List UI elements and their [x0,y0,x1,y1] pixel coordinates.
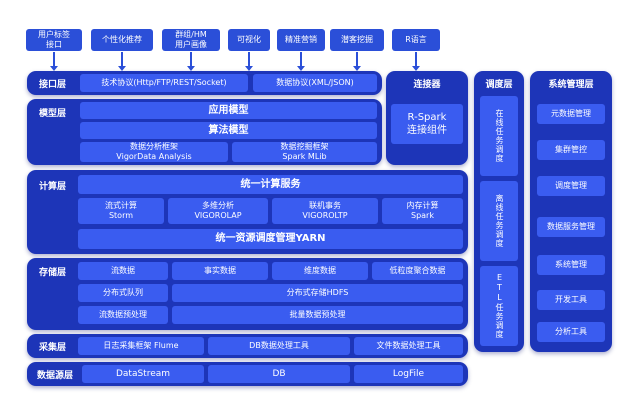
logfile-box: LogFile [354,365,463,383]
batch-preprocess-box: 批量数据预处理 [172,306,463,324]
etl-task-schedule-box: ETL任务调度 [480,266,518,346]
multidim-olap-box: 多维分析 VIGOROLAP [168,198,268,224]
app-precision-marketing: 精准营销 [277,29,325,51]
yarn-box: 统一资源调度管理YARN [78,229,463,249]
dev-tools-box: 开发工具 [537,290,605,310]
app-user-tag-interface: 用户标签 接口 [26,29,82,51]
oltp-box: 联机事务 VIGOROLTP [272,198,378,224]
model-layer-label: 模型层 [38,108,66,119]
offline-task-schedule-box: 离线任务调度 [480,181,518,261]
system-admin-box: 系统管理 [537,255,605,275]
system-mgmt-title: 系统管理层 [548,79,594,90]
low-granularity-agg-box: 低粒度聚合数据 [372,262,463,280]
arrow-down [187,52,195,71]
stream-compute-storm-box: 流式计算 Storm [78,198,164,224]
flume-box: 日志采集框架 Flume [78,337,204,355]
online-task-schedule-box: 在线任务调度 [480,96,518,176]
metadata-mgmt-box: 元数据管理 [537,104,605,124]
db-box: DB [208,365,350,383]
collect-layer-label: 采集层 [38,342,66,353]
etl-task-schedule-label: ETL任务调度 [495,273,504,339]
app-potential-customer-mining: 潜客挖掘 [330,29,384,51]
data-protocol-box: 数据协议(XML/JSON) [253,74,377,92]
stream-preprocess-box: 流数据预处理 [78,306,168,324]
app-visualization: 可视化 [228,29,270,51]
arrow-down [245,52,253,71]
fact-data-box: 事实数据 [172,262,268,280]
connector-title: 连接器 [413,79,441,90]
arrow-down [50,52,58,71]
distributed-queue-box: 分布式队列 [78,284,168,302]
online-task-schedule-label: 在线任务调度 [495,109,504,163]
data-mining-framework-box: 数据挖掘框架 Spark MLib [232,142,377,162]
app-r-language: R语言 [392,29,440,51]
app-personalized-recommendation: 个性化推荐 [91,29,153,51]
schedule-mgmt-box: 调度管理 [537,176,605,196]
arrow-down [118,52,126,71]
stream-data-box: 流数据 [78,262,168,280]
dimension-data-box: 维度数据 [272,262,368,280]
tech-protocol-box: 技术协议(Http/FTP/REST/Socket) [80,74,248,92]
app-group-user-portrait: 群组/HM 用户画像 [162,29,220,51]
data-service-mgmt-box: 数据服务管理 [537,217,605,237]
arrow-down [412,52,420,71]
scheduler-layer-title: 调度层 [485,79,513,90]
interface-layer-label: 接口层 [38,79,66,90]
offline-task-schedule-label: 离线任务调度 [495,194,504,248]
storage-layer-label: 存储层 [38,267,66,278]
file-processing-tool-box: 文件数据处理工具 [354,337,463,355]
hdfs-box: 分布式存储HDFS [172,284,463,302]
source-layer-label: 数据源层 [36,370,73,381]
arrow-down [297,52,305,71]
r-spark-component-box: R-Spark 连接组件 [391,104,463,144]
analysis-tools-box: 分析工具 [537,322,605,342]
memory-compute-spark-box: 内存计算 Spark [382,198,463,224]
datastream-box: DataStream [82,365,204,383]
data-analysis-framework-box: 数据分析框架 VigorData Analysis [80,142,228,162]
db-processing-tool-box: DB数据处理工具 [208,337,350,355]
algorithm-model-box: 算法模型 [80,122,377,139]
compute-layer-label: 计算层 [38,181,66,192]
cluster-control-box: 集群管控 [537,140,605,160]
arrow-down [353,52,361,71]
app-model-box: 应用模型 [80,102,377,119]
unified-compute-service-box: 统一计算服务 [78,175,463,194]
